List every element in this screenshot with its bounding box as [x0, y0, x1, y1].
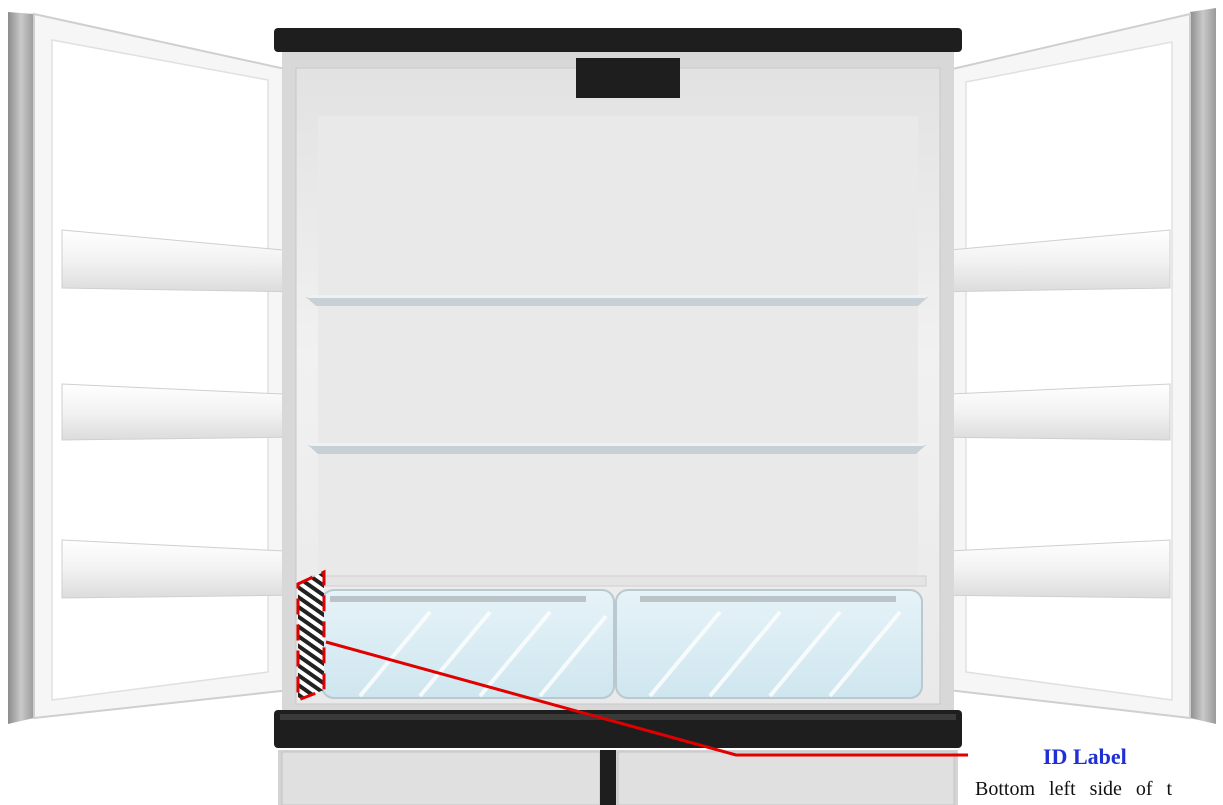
glass-shelf-1 [306, 295, 928, 306]
callout-title: ID Label [1043, 744, 1173, 770]
light-housing [576, 58, 680, 98]
crisper-drawer-right [616, 590, 922, 698]
left-door [8, 12, 305, 724]
fridge-cabinet [274, 28, 962, 805]
glass-shelf-2 [308, 443, 926, 454]
right-door [928, 8, 1216, 724]
callout-description: Bottom left side of t [975, 778, 1223, 801]
id-label-marker [298, 572, 324, 700]
